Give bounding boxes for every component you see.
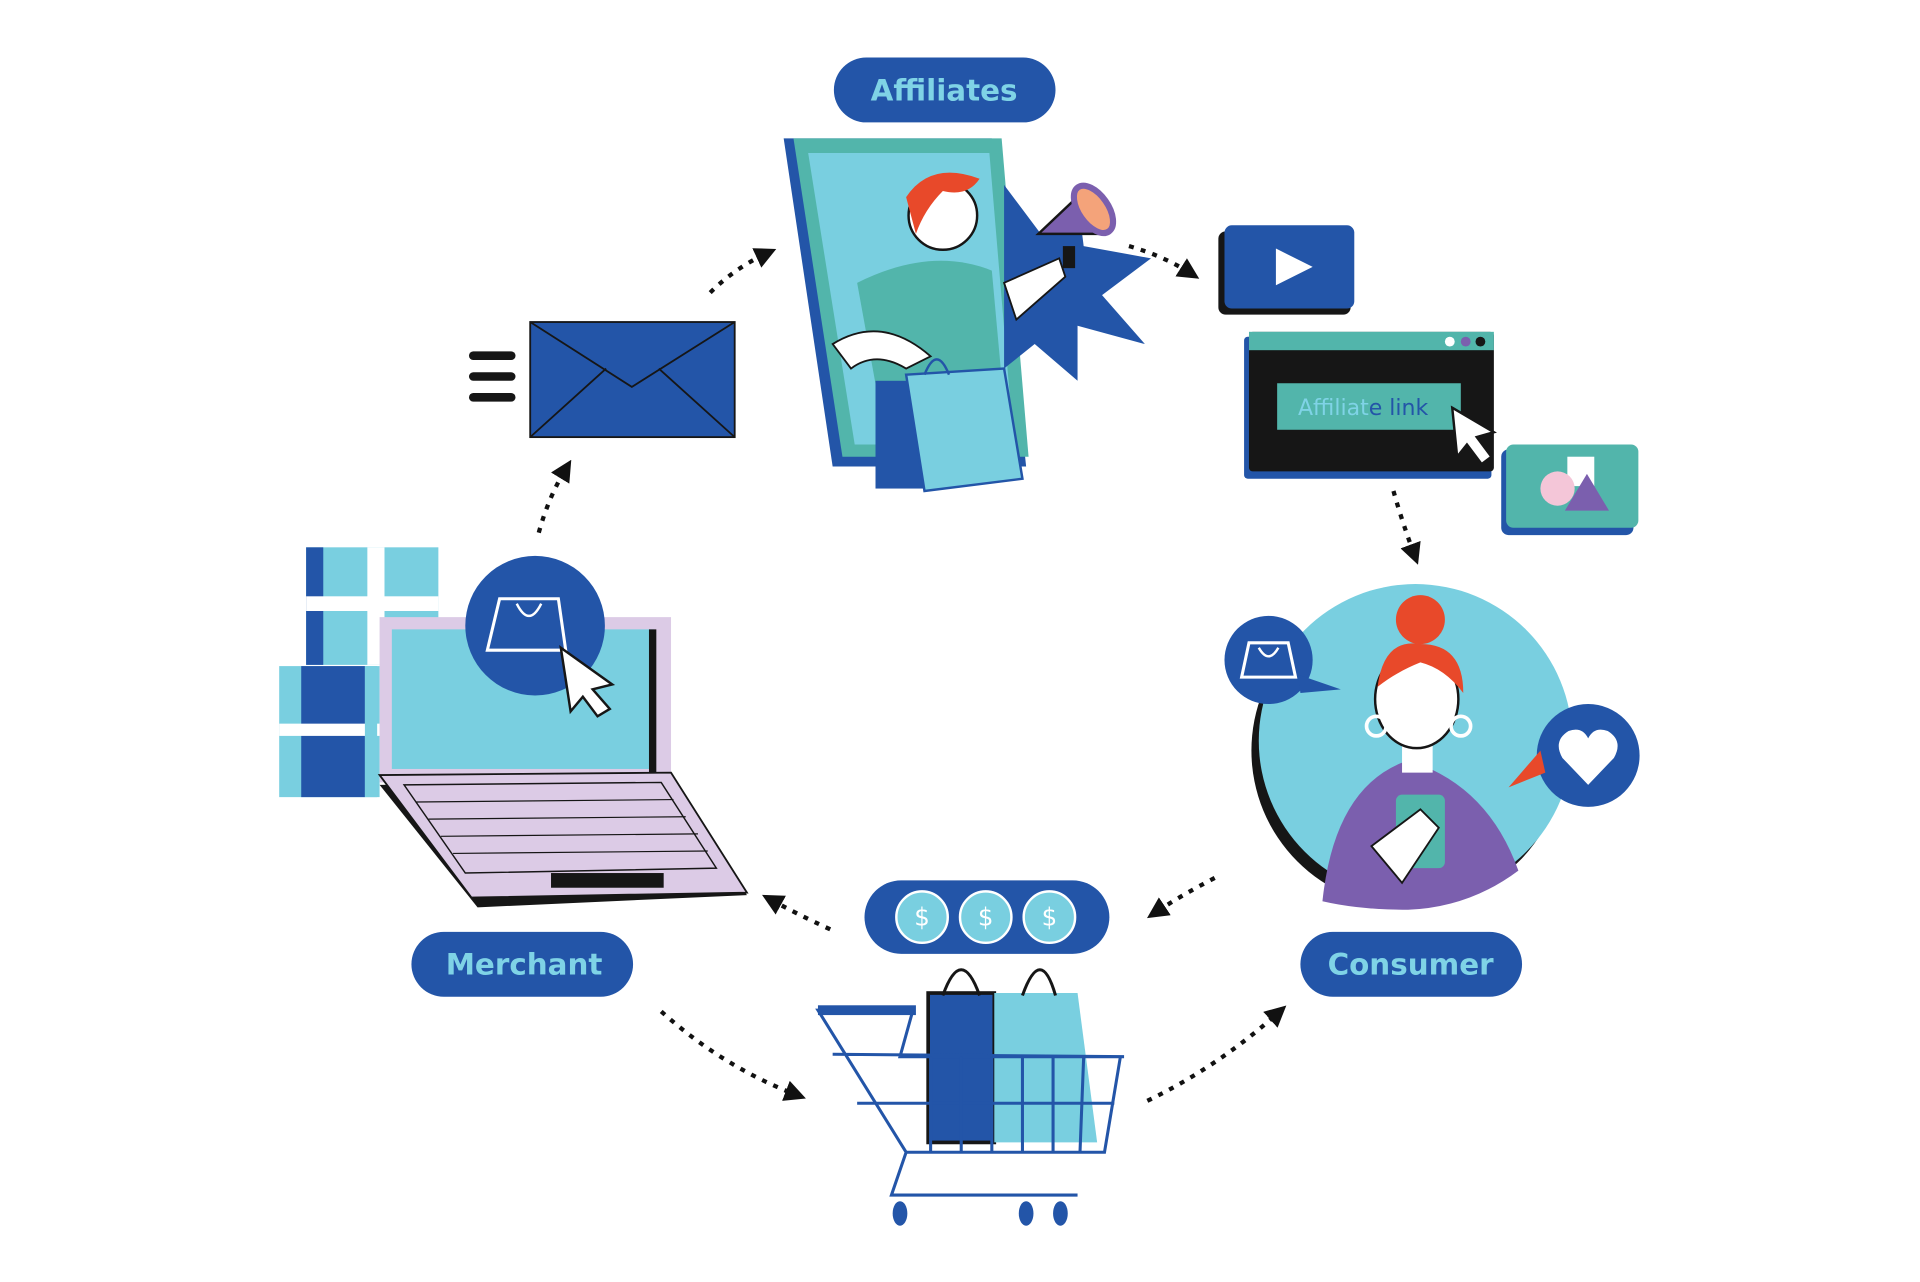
coin-icon: $ xyxy=(1022,890,1077,945)
shopping-bag-bubble-icon xyxy=(1224,615,1341,705)
shopping-bags-icon xyxy=(875,358,1024,493)
arrow-merchant-to-email xyxy=(536,459,572,534)
arrow-email-to-affiliates xyxy=(708,248,777,295)
merchant-laptop-illustration xyxy=(279,547,749,908)
video-play-icon xyxy=(1218,225,1355,315)
svg-text:$: $ xyxy=(914,902,930,931)
flow-arrows xyxy=(536,244,1421,1103)
arrow-link-to-consumer xyxy=(1391,490,1421,565)
merchant-cursor-icon xyxy=(559,645,616,718)
heart-bubble-icon xyxy=(1508,704,1640,807)
merchant-label-text: Merchant xyxy=(446,948,603,982)
arrow-cart-to-consumer xyxy=(1146,1005,1287,1103)
consumer-label-text: Consumer xyxy=(1328,948,1495,982)
affiliates-label: Affiliates xyxy=(833,57,1056,123)
arrow-coins-to-merchant xyxy=(762,894,832,932)
cursor-icon xyxy=(1450,405,1497,466)
megaphone-icon xyxy=(1035,182,1117,269)
shopping-cart-icon xyxy=(815,968,1125,1226)
consumer-label: Consumer xyxy=(1300,931,1523,997)
svg-text:$: $ xyxy=(978,902,994,931)
affiliate-link-text: e link xyxy=(1369,396,1429,421)
consumer-illustration xyxy=(1251,584,1573,910)
shapes-card-icon xyxy=(1501,444,1639,536)
affiliate-link-button[interactable]: Affiliate link xyxy=(1277,383,1461,430)
affiliate-link-text-faded: Affiliat xyxy=(1298,396,1369,421)
browser-window: Affiliate link xyxy=(1244,331,1497,479)
arrow-consumer-to-coins xyxy=(1147,876,1216,919)
coins-bar: $ $ $ xyxy=(864,880,1110,954)
merchant-label: Merchant xyxy=(411,931,634,997)
arrow-merchant-to-cart xyxy=(659,1009,806,1101)
affiliate-phone-illustration xyxy=(783,138,1152,493)
svg-text:Affiliate link: Affiliate link xyxy=(1298,396,1429,421)
coin-icon: $ xyxy=(895,890,949,945)
svg-text:$: $ xyxy=(1042,902,1058,931)
coin-icon: $ xyxy=(958,890,1013,945)
affiliates-label-text: Affiliates xyxy=(871,73,1018,107)
email-envelope-icon xyxy=(468,321,736,439)
